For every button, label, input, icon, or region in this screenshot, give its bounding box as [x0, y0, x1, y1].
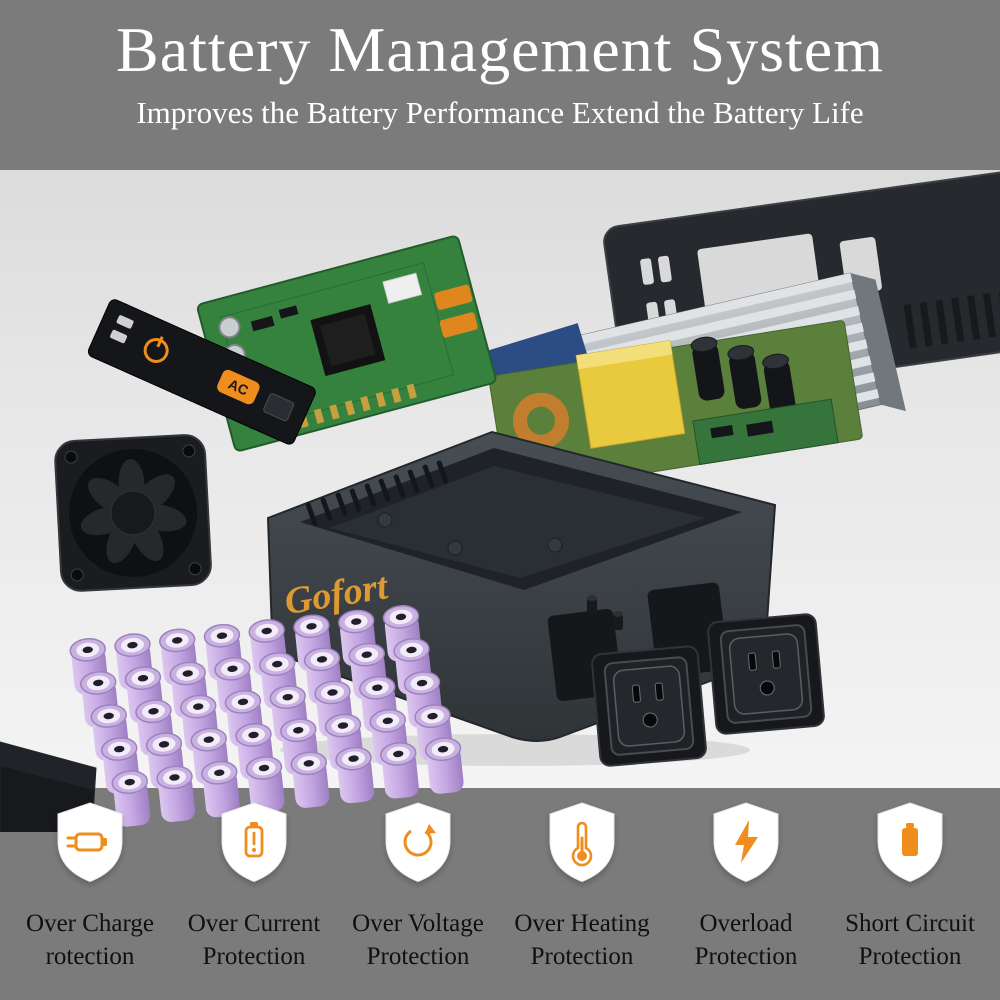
feature-label: Short Circuit Protection — [845, 910, 975, 970]
over-current-shield-icon — [221, 802, 287, 883]
feature-over-charge: Over Charge rotection — [8, 800, 172, 973]
ac-badge — [217, 369, 260, 405]
capacitors — [690, 336, 797, 418]
features-band — [0, 788, 1000, 1000]
case-standoffs — [377, 512, 563, 556]
cooling-fan — [54, 434, 212, 592]
ac-badge-label: AC — [226, 376, 251, 399]
overload-shield-icon — [713, 802, 779, 883]
battery-pack — [68, 603, 466, 829]
ac-outlet-right — [707, 613, 825, 735]
standoff-screws — [587, 595, 623, 630]
power-button-icon — [143, 336, 169, 363]
feature-label: Overload Protection — [694, 910, 798, 970]
over-heating-shield-icon — [549, 802, 615, 883]
short-circuit-shield-icon — [877, 802, 943, 883]
page-title: Battery Management System — [116, 14, 884, 85]
cover-vents — [903, 290, 1000, 349]
exploded-view: AC — [0, 168, 1000, 863]
page-subtitle: Improves the Battery Performance Extend … — [136, 95, 864, 131]
feature-over-heating: Over Heating Protection — [500, 800, 664, 973]
toroid-coil — [513, 392, 570, 449]
over-voltage-shield-icon — [385, 802, 451, 883]
case-vents — [305, 460, 449, 526]
stage-svg: AC — [0, 168, 1000, 863]
ac-outlet-left — [591, 645, 707, 767]
front-control-panel: AC — [87, 299, 316, 445]
features-row: Over Charge rotection Over Current Prote… — [0, 800, 1000, 973]
feature-label: Over Voltage Protection — [352, 910, 484, 970]
feature-label: Over Heating Protection — [514, 910, 650, 970]
feature-overload: Overload Protection — [664, 800, 828, 973]
feature-over-current: Over Current Protection — [172, 800, 336, 973]
header-band: Battery Management System Improves the B… — [0, 0, 1000, 170]
feature-short-circuit: Short Circuit Protection — [828, 800, 992, 973]
feature-label: Over Charge rotection — [26, 910, 154, 970]
fan-screws — [64, 444, 202, 582]
feature-label: Over Current Protection — [187, 910, 321, 970]
power-supply-board — [486, 320, 863, 495]
over-charge-shield-icon — [57, 802, 123, 883]
feature-over-voltage: Over Voltage Protection — [336, 800, 500, 973]
